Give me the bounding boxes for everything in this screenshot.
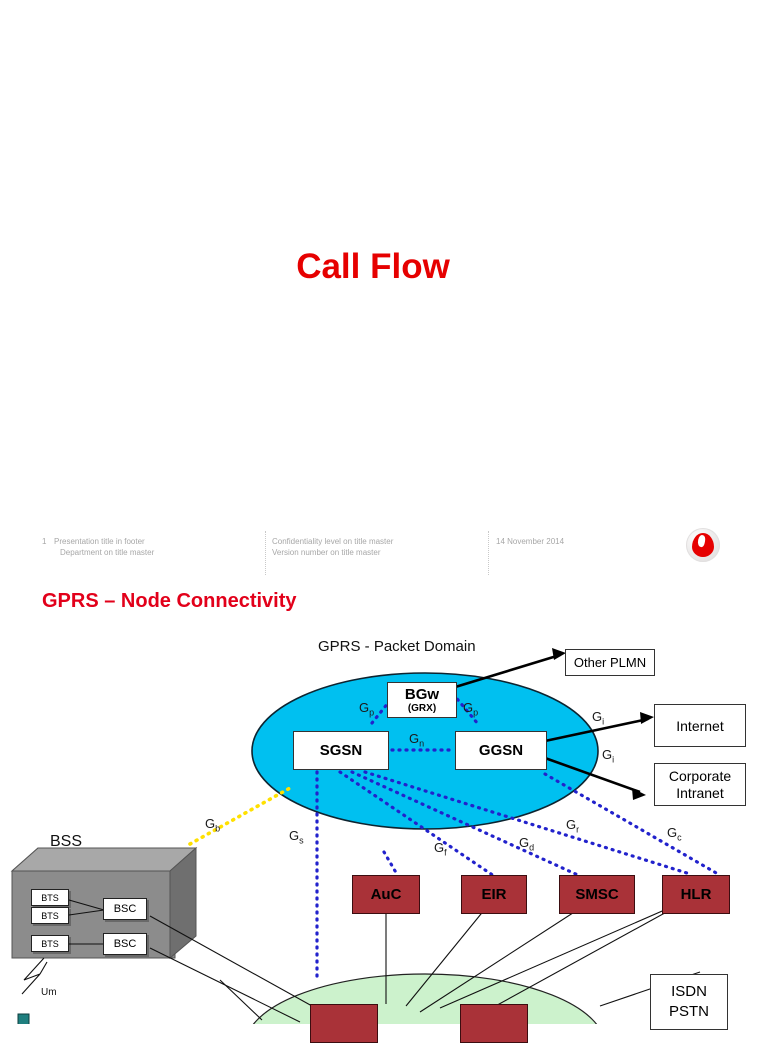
box-internet[interactable]: Internet [654,704,746,747]
interface-gf: Gf [434,840,447,858]
slide-gprs-node-connectivity: GPRS – Node Connectivity [0,576,768,1043]
node-bgw-label: BGw [404,686,440,703]
bts-2-label: BTS [41,910,59,921]
bts-3-label: BTS [41,938,59,949]
signalling-links [315,691,720,978]
gi1-sub: i [602,716,605,727]
interface-gc: Gc [667,825,682,843]
footer-middle-block: Confidentiality level on title master Ve… [272,536,393,558]
bss-label: BSS [50,833,83,850]
element-eir[interactable]: EIR [461,875,527,914]
bts-2[interactable]: BTS [31,907,69,924]
gr-sub: r [576,824,580,835]
box-other-plmn[interactable]: Other PLMN [565,649,655,676]
gd-sub: d [529,842,535,853]
node-sgsn-label: SGSN [319,742,363,759]
bsc-2[interactable]: BSC [103,933,147,955]
gb-link [188,786,292,846]
footer-slide-number: 1 [42,537,47,546]
interface-gp-right: Gp [463,700,479,718]
gc-sub: c [677,832,682,843]
bearer-links [451,653,649,794]
title-text: Call Flow [296,247,450,286]
interface-gd: Gd [519,835,535,853]
node-ggsn[interactable]: GGSN [455,731,547,770]
box-internet-label: Internet [676,717,724,734]
interface-gs: Gs [289,828,304,846]
node-bgw-sublabel: (GRX) [407,703,437,714]
bts-3[interactable]: BTS [31,935,69,952]
slide-footer: 1 Presentation title in footer Departmen… [0,530,768,576]
slide-title: Call Flow 1 Presentation title in footer… [0,247,768,576]
gn-sub: n [419,738,425,749]
footer-divider-2 [488,531,489,575]
mobile-station-icon [17,1013,30,1024]
interface-gp-left: Gp [359,700,375,718]
box-isdn-pstn[interactable]: ISDN PSTN [650,974,728,1030]
bsc-1[interactable]: BSC [103,898,147,920]
page-title-2: GPRS – Node Connectivity [42,590,297,612]
bearer-arrowheads [552,648,654,800]
box-corporate-intranet[interactable]: Corporate Intranet [654,763,746,806]
node-sgsn[interactable]: SGSN [293,731,389,770]
node-ggsn-label: GGSN [478,742,524,759]
interface-gi-intranet: Gi [602,747,615,765]
element-hlr[interactable]: HLR [662,875,730,914]
footer-divider-1 [265,531,266,575]
bsc-1-label: BSC [113,903,137,915]
element-smsc[interactable]: SMSC [559,875,635,914]
gs-sub: s [299,835,304,846]
packet-domain-label: GPRS - Packet Domain [318,638,476,655]
gp-left-sub: p [369,707,375,718]
gp-right-sub: p [473,707,479,718]
footer-presentation-title: Presentation title in footer [54,537,145,546]
bts-1[interactable]: BTS [31,889,69,906]
gf-sub: f [444,847,447,858]
page-title: Call Flow [0,247,768,287]
element-auc-label: AuC [370,886,402,903]
node-bgw[interactable]: BGw (GRX) [387,682,457,718]
bts-1-label: BTS [41,892,59,903]
footer-confidentiality: Confidentiality level on title master [272,537,394,546]
interface-gn: Gn [409,731,425,749]
packet-switched-domain-ellipse [251,672,599,830]
element-smsc-label: SMSC [575,886,619,903]
bsc-2-label: BSC [113,938,137,950]
box-isdn-line1: ISDN [671,983,707,1000]
gprs-node-connectivity-diagram: GPRS - Packet Domain BGw (GRX) SGSN GGSN… [0,576,768,1043]
box-corporate-line2: Intranet [676,784,724,801]
footer-department: Department on title master [60,548,155,557]
element-eir-label: EIR [481,886,507,903]
box-other-plmn-label: Other PLMN [573,655,647,670]
interface-gb: Gb [205,816,221,834]
box-isdn-line2: PSTN [668,1003,709,1020]
um-interface-label: Um [41,987,57,998]
element-hlr-label: HLR [680,886,712,903]
element-auc[interactable]: AuC [352,875,420,914]
box-corporate-line1: Corporate [668,767,732,784]
interface-gi-internet: Gi [592,709,605,727]
footer-left-block: Presentation title in footer Department … [54,536,154,558]
footer-version: Version number on title master [272,548,381,557]
interface-gr: Gr [566,817,580,835]
gi2-sub: i [612,754,615,765]
gb-sub: b [215,823,221,834]
vodafone-logo-icon [686,528,720,562]
footer-date: 14 November 2014 [496,537,565,546]
